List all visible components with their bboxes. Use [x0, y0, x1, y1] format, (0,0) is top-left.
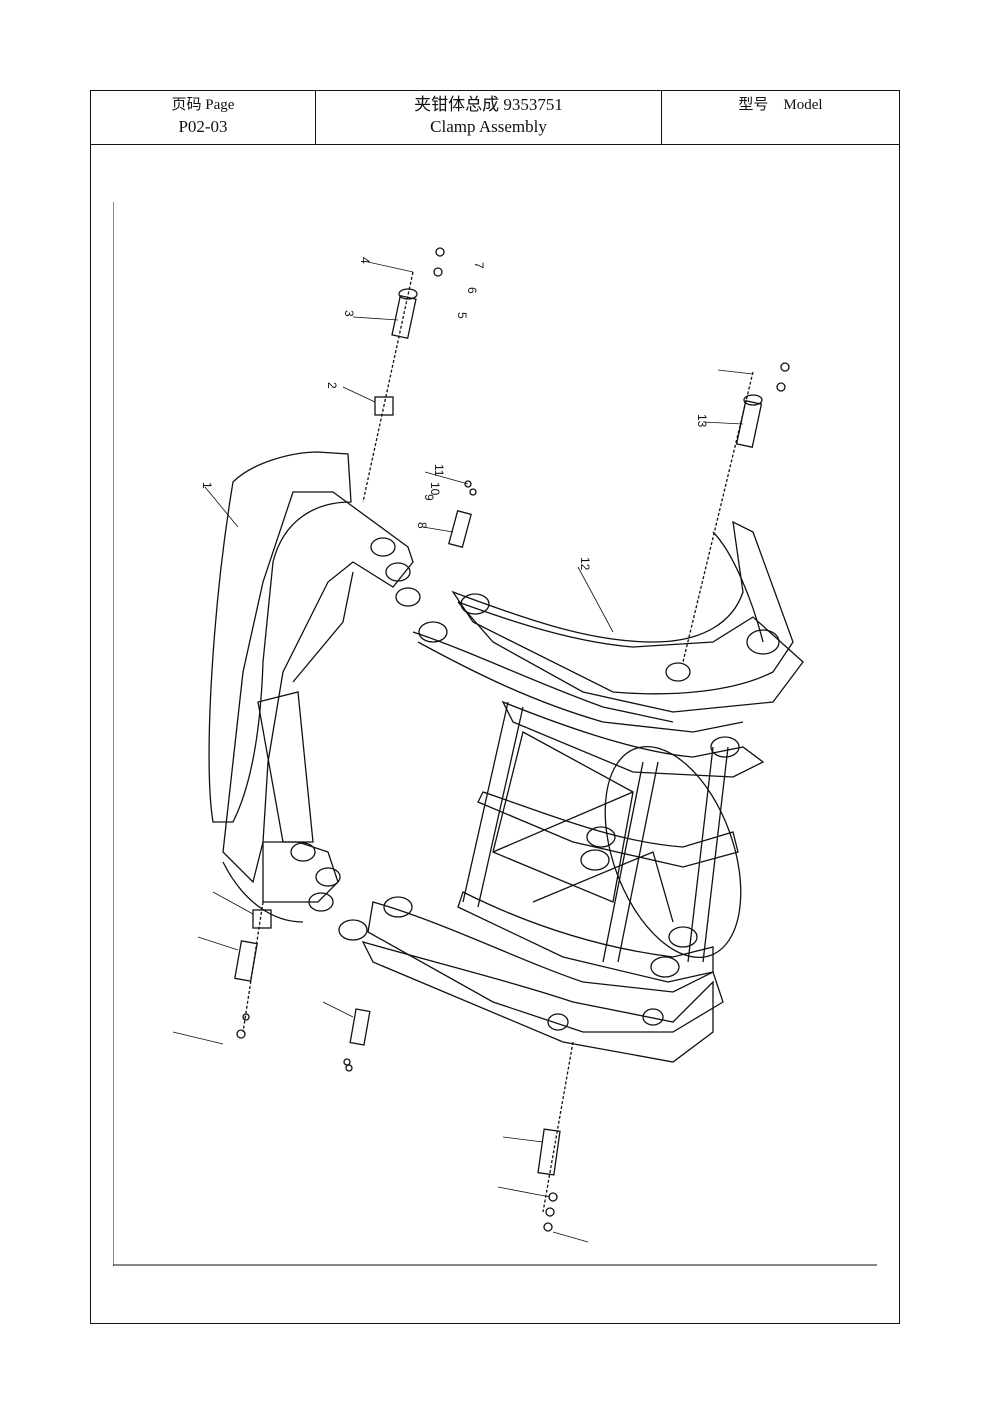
upper-pin-axis	[362, 271, 414, 503]
callout-6: 6	[465, 287, 479, 294]
page-frame: 页码 Page P02-03 夹钳体总成 9353751 Clamp Assem…	[90, 90, 900, 1324]
title-en: Clamp Assembly	[430, 117, 547, 136]
title-block: 页码 Page P02-03 夹钳体总成 9353751 Clamp Assem…	[91, 91, 899, 145]
bottom-plate	[367, 901, 724, 1033]
lower-arm	[361, 940, 714, 1063]
callout-13: 13	[695, 414, 709, 428]
callout-12: 12	[578, 557, 592, 571]
title-cn: 夹钳体总成 9353751	[414, 95, 563, 114]
model-label: 型号 Model	[738, 97, 823, 113]
callout-8: 8	[415, 522, 429, 529]
fourth-plate	[457, 891, 714, 983]
clamp-assembly-diagram: 1 2 3 4 5 6 7 8 9 10 11 12 13	[113, 202, 877, 1266]
callout-3: 3	[342, 310, 356, 317]
top-plate	[457, 601, 804, 713]
callout-9: 9	[422, 494, 436, 501]
left-arm-inner	[222, 491, 414, 884]
callout-1: 1	[200, 482, 214, 489]
callout-7: 7	[472, 262, 486, 269]
title-cell: 夹钳体总成 9353751 Clamp Assembly	[316, 91, 662, 144]
third-plate	[477, 791, 739, 868]
callout-10: 10	[428, 482, 442, 496]
page-label: 页码 Page	[171, 97, 235, 113]
model-cell: 型号 Model	[662, 91, 899, 144]
callout-2: 2	[325, 382, 339, 389]
page-number: P02-03	[178, 117, 228, 136]
callout-labels: 1 2 3 4 5 6 7 8 9 10 11 12 13	[200, 257, 709, 571]
callout-4: 4	[358, 257, 372, 264]
callout-11: 11	[432, 464, 446, 477]
exploded-view-drawing: 1 2 3 4 5 6 7 8 9 10 11 12 13	[113, 202, 877, 1266]
right-arm	[451, 520, 794, 695]
page-cell: 页码 Page P02-03	[91, 91, 316, 144]
callout-5: 5	[455, 312, 469, 319]
second-plate	[501, 700, 765, 778]
